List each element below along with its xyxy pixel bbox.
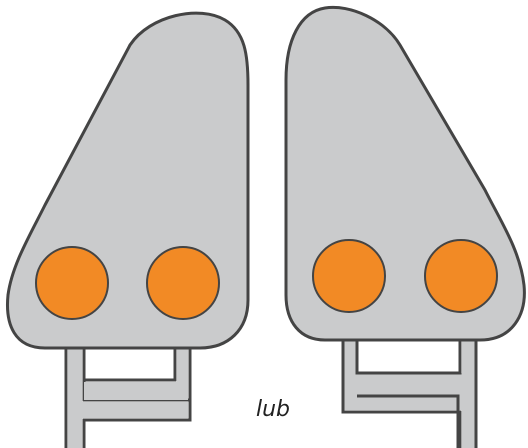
left-head-light-1 <box>36 247 108 319</box>
left-post <box>66 345 190 448</box>
right-post <box>343 340 476 448</box>
right-head-light-1 <box>313 240 385 312</box>
left-head-light-2 <box>147 247 219 319</box>
caption-label: lub <box>256 399 290 421</box>
left-post-bracket-fill <box>84 345 188 400</box>
right-head-light-2 <box>425 240 497 312</box>
